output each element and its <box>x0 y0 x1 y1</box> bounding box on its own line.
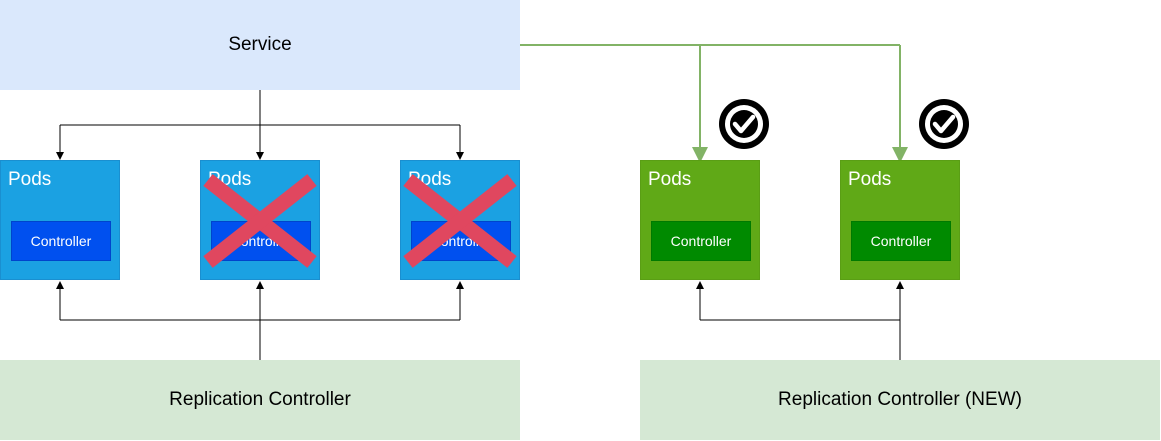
pod-5: Pods Controller <box>840 160 960 280</box>
pod-label: Pods <box>408 169 452 190</box>
service-to-old-pods-connector <box>56 90 464 160</box>
check-circle-icon <box>719 99 769 149</box>
pod-controller: Controller <box>11 221 111 261</box>
service-label: Service <box>228 34 292 55</box>
new-rc-to-pods-connector <box>696 281 904 360</box>
pod-controller: Controller <box>651 221 751 261</box>
pod-controller: Controller <box>211 221 311 261</box>
pod-label: Pods <box>208 169 252 190</box>
replication-controller-new: Replication Controller (NEW) <box>640 360 1160 440</box>
pod-4: Pods Controller <box>640 160 760 280</box>
pod-controller: Controller <box>411 221 511 261</box>
check-circle-icon <box>919 99 969 149</box>
pod-controller: Controller <box>851 221 951 261</box>
rc-new-label: Replication Controller (NEW) <box>778 389 1022 410</box>
service-box: Service <box>0 0 520 90</box>
pod-label: Pods <box>848 169 892 190</box>
old-rc-to-pods-connector <box>56 281 464 360</box>
pod-label: Pods <box>8 169 52 190</box>
pod-1: Pods Controller <box>0 160 120 280</box>
pod-3: Pods Controller <box>400 160 520 280</box>
service-to-new-pods-connector <box>520 44 908 163</box>
pod-2: Pods Controller <box>200 160 320 280</box>
rc-old-label: Replication Controller <box>169 389 351 410</box>
replication-controller-old: Replication Controller <box>0 360 520 440</box>
pod-label: Pods <box>648 169 692 190</box>
